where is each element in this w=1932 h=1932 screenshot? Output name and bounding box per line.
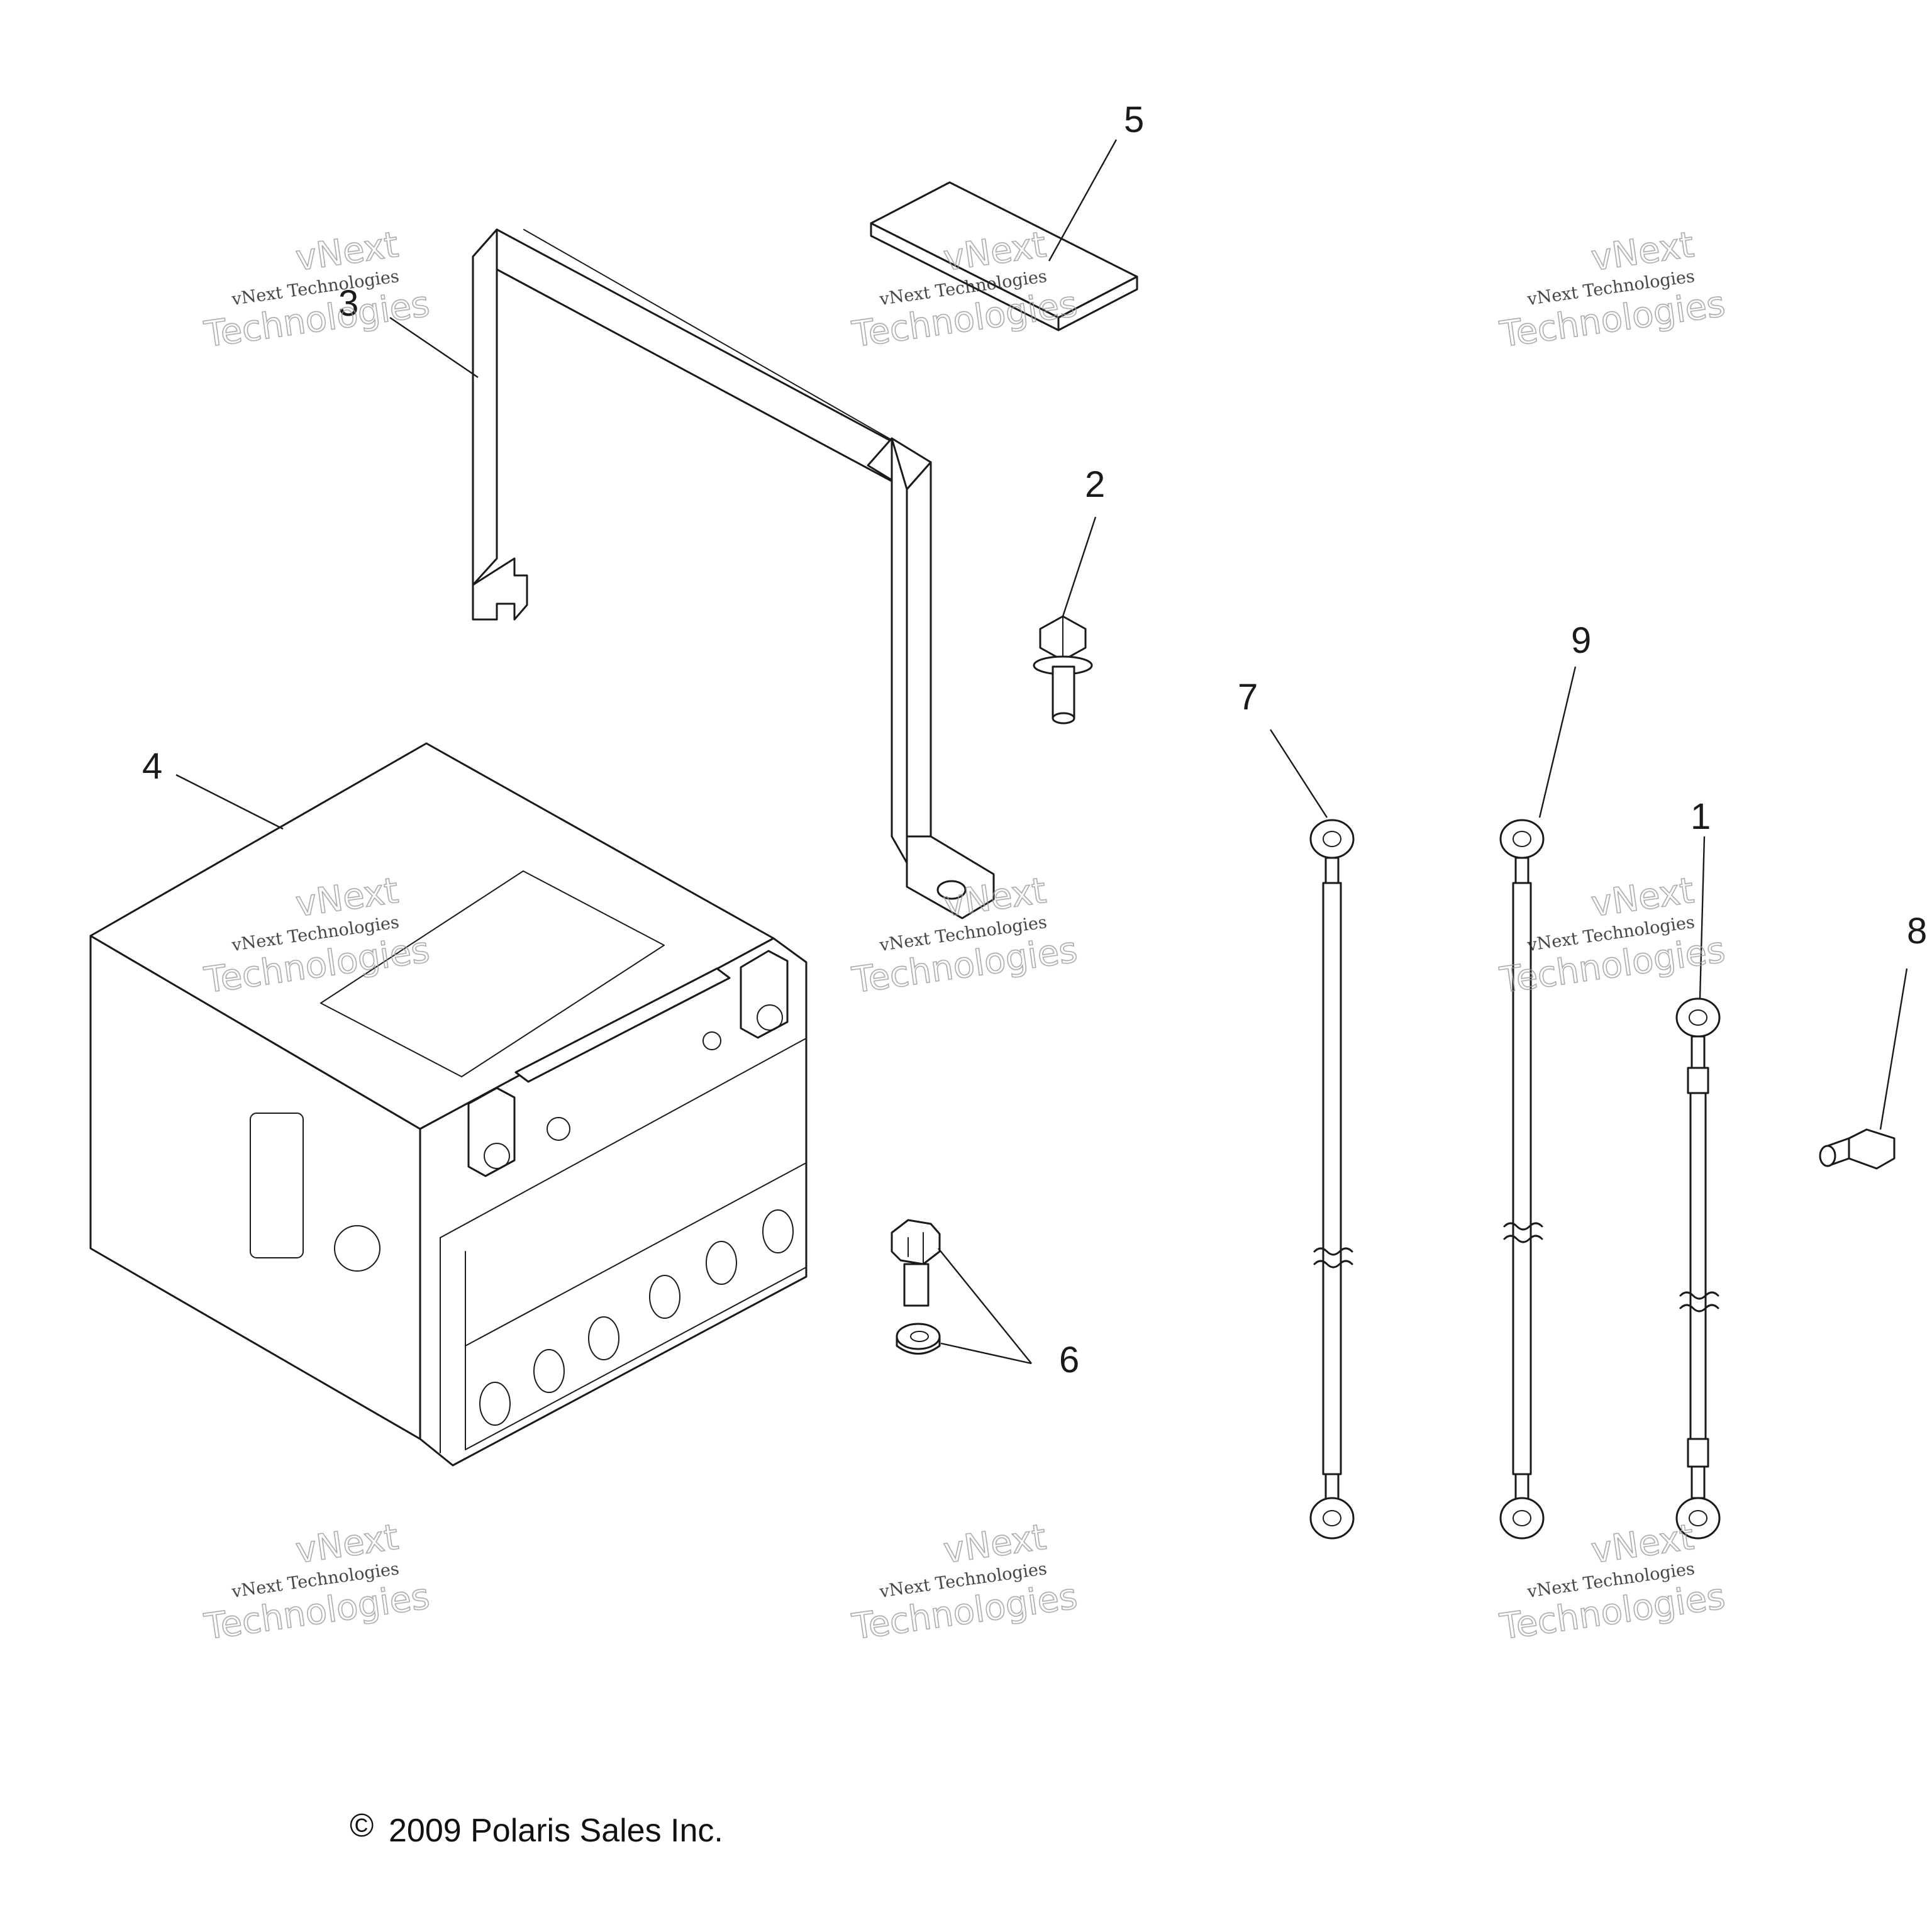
callout-6: 6 bbox=[1059, 1340, 1079, 1380]
callout-3: 3 bbox=[338, 283, 358, 324]
watermark: vNext vNext Technologies Technologies bbox=[201, 1516, 433, 1648]
watermark: vNext vNext Technologies Technologies bbox=[849, 870, 1080, 1002]
watermark: vNext vNext Technologies Technologies bbox=[201, 224, 433, 356]
callout-2: 2 bbox=[1085, 464, 1105, 505]
copyright-notice: © 2009 Polaris Sales Inc. bbox=[350, 1807, 723, 1849]
negative-terminal bbox=[467, 1087, 516, 1177]
battery-cable-7 bbox=[1309, 819, 1355, 1540]
battery bbox=[89, 742, 808, 1467]
callout-4: 4 bbox=[142, 746, 162, 787]
flange-bolt bbox=[1033, 615, 1093, 724]
callout-7: 7 bbox=[1238, 677, 1258, 718]
ground-cable-1 bbox=[1675, 997, 1721, 1540]
watermark: vNext vNext Technologies Technologies bbox=[849, 224, 1080, 356]
positive-terminal bbox=[740, 950, 789, 1039]
callout-1: 1 bbox=[1690, 796, 1711, 837]
callout-5: 5 bbox=[1124, 99, 1144, 140]
screw bbox=[1819, 1128, 1896, 1170]
battery-hold-down-bracket bbox=[472, 228, 995, 919]
leader-lines bbox=[175, 139, 1908, 1365]
callout-numbers: 5 3 2 4 7 9 1 8 6 bbox=[142, 99, 1927, 1380]
callout-8: 8 bbox=[1907, 911, 1927, 952]
callout-9: 9 bbox=[1571, 620, 1591, 661]
battery-pad bbox=[870, 181, 1138, 331]
terminal-bolt-and-nut bbox=[891, 1219, 941, 1355]
watermark: vNext vNext Technologies Technologies bbox=[849, 1516, 1080, 1648]
watermark: vNext vNext Technologies Technologies bbox=[1497, 224, 1728, 356]
copyright-text: 2009 Polaris Sales Inc. bbox=[389, 1813, 723, 1849]
battery-cable-9 bbox=[1499, 819, 1545, 1540]
copyright-symbol: © bbox=[350, 1807, 374, 1844]
